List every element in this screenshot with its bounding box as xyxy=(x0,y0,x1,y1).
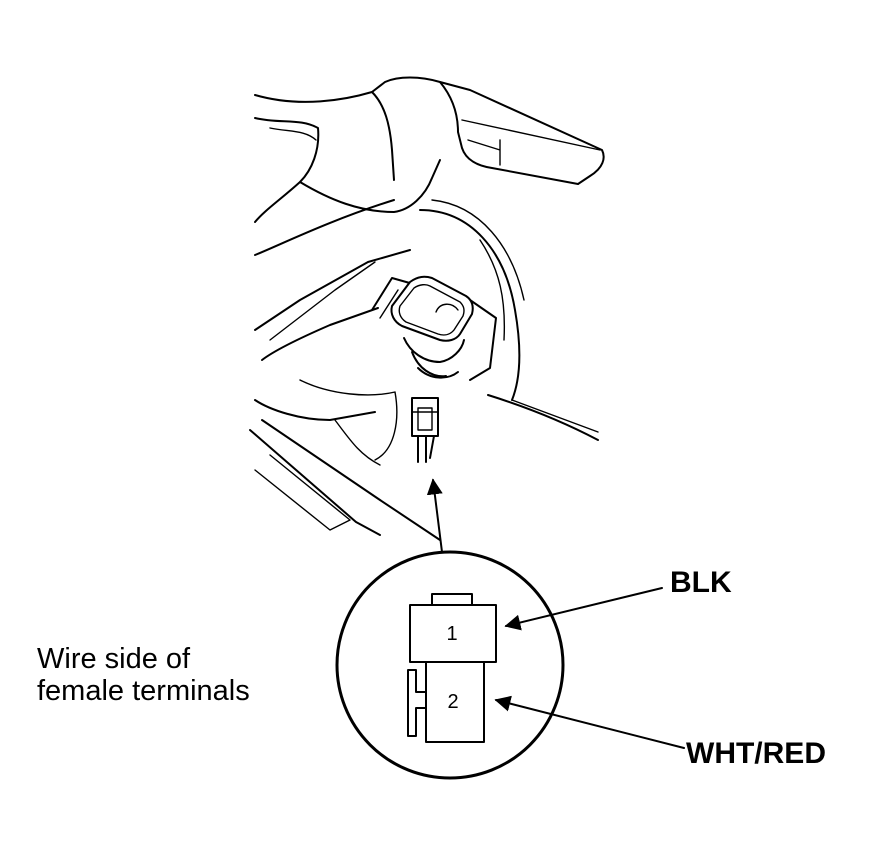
caption-line-2: female terminals xyxy=(37,675,250,707)
blk-leader-arrow xyxy=(504,587,663,631)
terminal-2-label: 2 xyxy=(447,691,458,713)
magnified-view: 1 2 xyxy=(335,550,565,780)
terminal-1-label: 1 xyxy=(446,623,457,645)
whtred-leader-arrow xyxy=(494,695,685,749)
wire-color-label-2: WHT/RED xyxy=(686,737,826,770)
side-latch xyxy=(407,669,427,737)
zoom-pointer-arrow xyxy=(426,478,443,553)
terminal-2-cell xyxy=(425,661,485,743)
switch-button xyxy=(390,275,474,379)
caption-line-1: Wire side of xyxy=(37,643,191,675)
wire-color-label-1: BLK xyxy=(670,566,732,599)
harness-connector xyxy=(411,397,439,463)
console-illustration xyxy=(249,76,605,541)
